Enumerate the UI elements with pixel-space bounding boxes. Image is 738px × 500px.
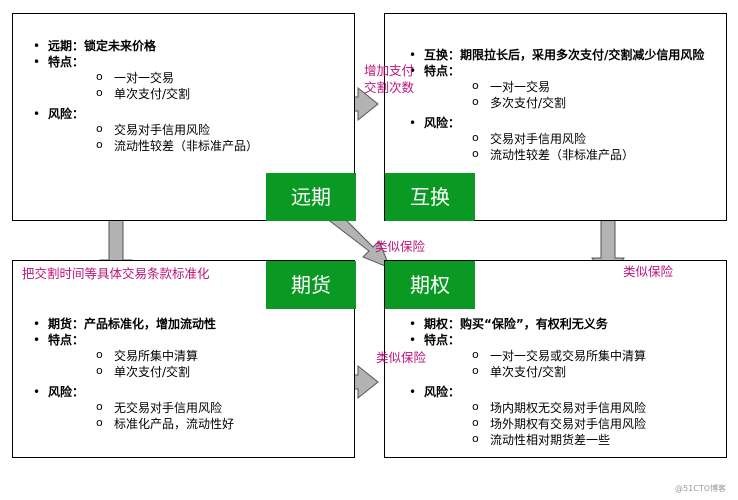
futures-item-summary: 期货：产品标准化，增加流动性 <box>24 316 344 332</box>
futures-risk: 无交易对手信用风险 <box>48 399 344 416</box>
option-content: 期权：购买“保险”，有权利无义务 特点： 一对一交易或交易所集中清算 单次支付/… <box>400 316 718 448</box>
note-like-insurance-bottom: 类似保险 <box>376 350 427 365</box>
futures-risk: 标准化产品，流动性好 <box>48 415 344 432</box>
forward-tag: 远期 <box>266 173 356 221</box>
swap-feature: 一对一交易 <box>424 78 718 95</box>
futures-feature: 交易所集中清算 <box>48 347 344 364</box>
option-risk: 流动性相对期货差一些 <box>424 431 718 448</box>
swap-item-risks: 风险： 交易对手信用风险 流动性较差（非标准产品） <box>400 115 718 163</box>
option-feature: 一对一交易或交易所集中清算 <box>424 347 718 364</box>
futures-item-risks: 风险： 无交易对手信用风险 标准化产品，流动性好 <box>24 384 344 432</box>
forward-feature: 单次支付/交割 <box>48 85 344 102</box>
note-like-insurance-right: 类似保险 <box>623 264 674 279</box>
option-tag: 期权 <box>385 261 475 309</box>
futures-tag: 期货 <box>266 261 356 309</box>
swap-risk: 交易对手信用风险 <box>424 130 718 147</box>
watermark: @51CTO博客 <box>675 484 726 493</box>
swap-feature: 多次支付/交割 <box>424 94 718 111</box>
forward-risk: 流动性较差（非标准产品） <box>48 137 344 154</box>
forward-content: 远期：锁定未来价格 特点： 一对一交易 单次支付/交割 风险： 交易对手信用风险… <box>24 38 344 154</box>
option-risk: 场外期权有交易对手信用风险 <box>424 415 718 432</box>
option-item-summary: 期权：购买“保险”，有权利无义务 <box>400 316 718 332</box>
forward-feature: 一对一交易 <box>48 69 344 86</box>
swap-item-features: 特点： 一对一交易 多次支付/交割 <box>400 63 718 111</box>
swap-item-summary: 互换：期限拉长后，采用多次支付/交割减少信用风险 <box>400 47 718 63</box>
futures-item-features: 特点： 交易所集中清算 单次支付/交割 <box>24 332 344 380</box>
futures-content: 期货：产品标准化，增加流动性 特点： 交易所集中清算 单次支付/交割 风险： 无… <box>24 316 344 432</box>
forward-item-features: 特点： 一对一交易 单次支付/交割 <box>24 54 344 102</box>
option-item-features: 特点： 一对一交易或交易所集中清算 单次支付/交割 <box>400 332 718 380</box>
option-item-risks: 风险： 场内期权无交易对手信用风险 场外期权有交易对手信用风险 流动性相对期货差… <box>400 384 718 448</box>
forward-risk: 交易对手信用风险 <box>48 121 344 138</box>
option-risk: 场内期权无交易对手信用风险 <box>424 399 718 416</box>
option-feature: 单次支付/交割 <box>424 363 718 380</box>
swap-content: 互换：期限拉长后，采用多次支付/交割减少信用风险 特点： 一对一交易 多次支付/… <box>400 47 718 163</box>
futures-feature: 单次支付/交割 <box>48 363 344 380</box>
forward-item-summary: 远期：锁定未来价格 <box>24 38 344 54</box>
swap-tag: 互换 <box>385 173 475 221</box>
swap-risk: 流动性较差（非标准产品） <box>424 146 718 163</box>
note-increase-payments: 增加支付 交割次数 <box>364 63 415 95</box>
note-standardize: 把交割时间等具体交易条款标准化 <box>22 266 210 281</box>
forward-item-risks: 风险： 交易对手信用风险 流动性较差（非标准产品） <box>24 106 344 154</box>
note-like-insurance-diagonal: 类似保险 <box>375 239 426 254</box>
